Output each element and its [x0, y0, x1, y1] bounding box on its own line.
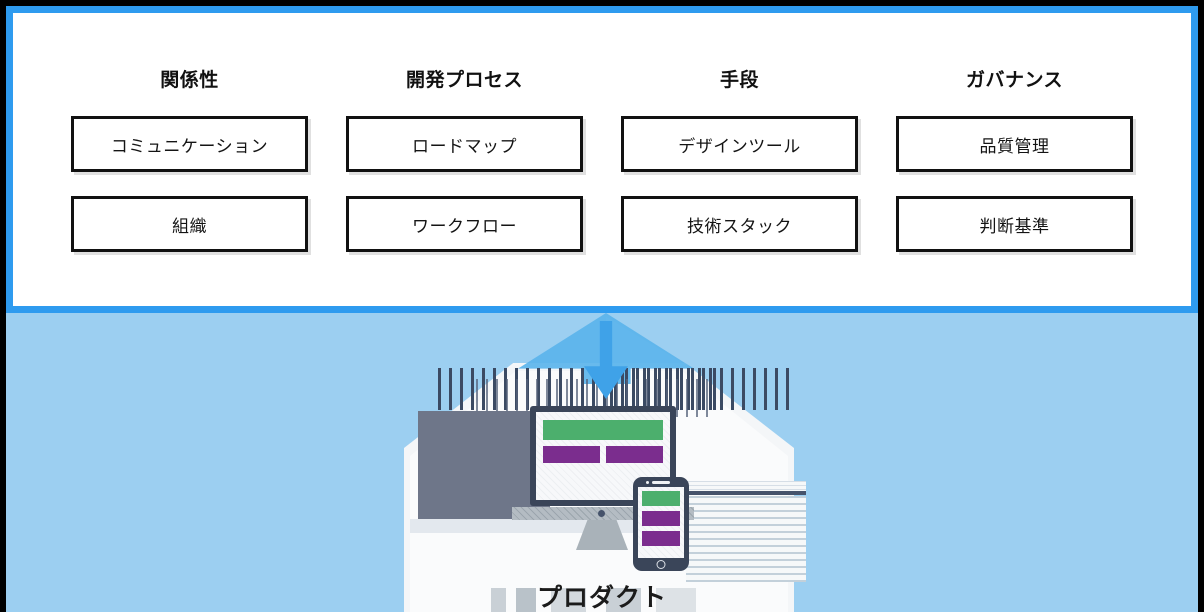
matrix-panel: 関係性 コミュニケーション 組織 開発プロセス ロードマップ ワークフロー 手段…: [6, 6, 1198, 313]
phone-screen: [638, 487, 684, 558]
phone-home-button: [656, 560, 666, 569]
matrix-cell[interactable]: デザインツール: [621, 116, 858, 172]
phone-camera-dot: [646, 481, 649, 484]
rule-line-dark: [686, 491, 806, 495]
illustration-area: プロダクト: [6, 313, 1198, 612]
matrix-cell[interactable]: ロードマップ: [346, 116, 583, 172]
matrix-grid: 関係性 コミュニケーション 組織 開発プロセス ロードマップ ワークフロー 手段…: [13, 13, 1191, 276]
column-title: 開発プロセス: [405, 70, 523, 91]
matrix-cell[interactable]: 技術スタック: [621, 196, 858, 252]
smartphone-icon: [633, 477, 689, 571]
skyline-shape: [476, 581, 726, 612]
rule-lines-bottom: [686, 496, 806, 582]
monitor-content-bar-purple-1: [543, 446, 600, 463]
matrix-cell[interactable]: 判断基準: [896, 196, 1133, 252]
matrix-column-process: 開発プロセス ロードマップ ワークフロー: [346, 65, 583, 276]
monitor-content-row: [543, 446, 663, 463]
phone-content-bar-purple-1: [642, 511, 680, 526]
column-title: 手段: [719, 70, 759, 91]
monitor-screen: [536, 412, 670, 500]
monitor-content-bar-purple-2: [606, 446, 663, 463]
matrix-cell[interactable]: ワークフロー: [346, 196, 583, 252]
slate-block: [418, 411, 550, 523]
matrix-cell[interactable]: 組織: [71, 196, 308, 252]
product-label: プロダクト: [536, 584, 667, 612]
phone-content-bar-purple-2: [642, 531, 680, 546]
monitor-content-bar-green: [543, 420, 663, 440]
matrix-column-governance: ガバナンス 品質管理 判断基準: [896, 65, 1133, 276]
matrix-cell[interactable]: コミュニケーション: [71, 116, 308, 172]
matrix-column-relationship: 関係性 コミュニケーション 組織: [71, 65, 308, 276]
monitor-base-dot: [598, 510, 605, 517]
column-title: 関係性: [160, 70, 219, 91]
column-title: ガバナンス: [965, 70, 1064, 91]
phone-content-bar-green: [642, 491, 680, 506]
matrix-cell[interactable]: 品質管理: [896, 116, 1133, 172]
matrix-panel-inner: 関係性 コミュニケーション 組織 開発プロセス ロードマップ ワークフロー 手段…: [13, 13, 1191, 306]
phone-speaker: [652, 481, 670, 484]
matrix-column-means: 手段 デザインツール 技術スタック: [621, 65, 858, 276]
monitor-icon: [530, 406, 676, 506]
